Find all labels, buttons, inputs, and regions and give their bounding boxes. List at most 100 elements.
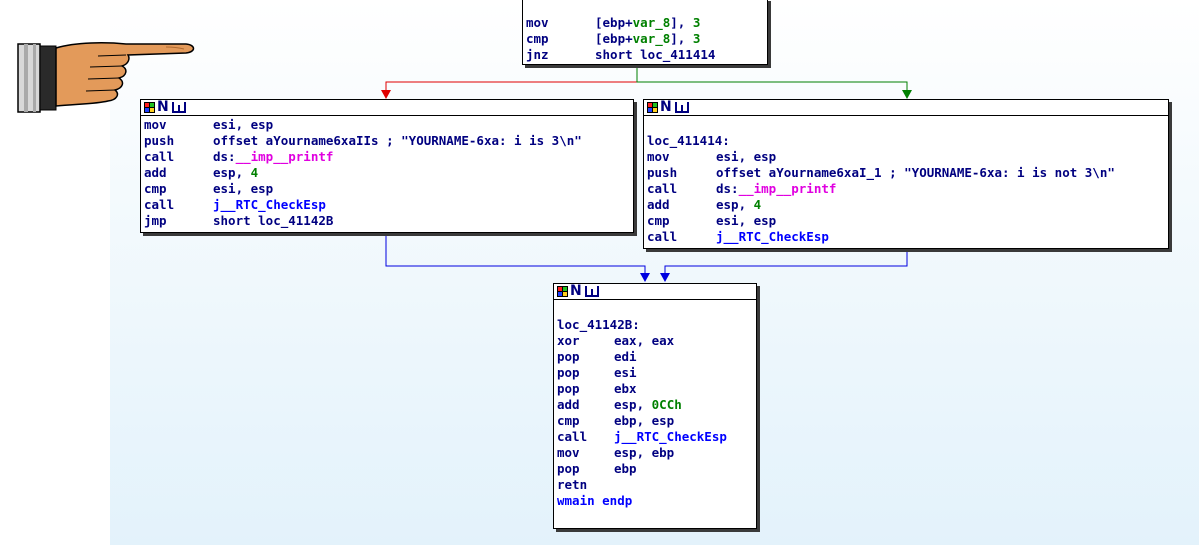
operand: esi, esp: [213, 181, 274, 196]
n-icon[interactable]: N: [660, 99, 672, 115]
asm-line[interactable]: pop edi: [557, 349, 756, 365]
block-label: loc_411414:: [647, 133, 730, 148]
operand: [ebp+: [595, 15, 633, 30]
operand: esi, esp: [716, 213, 777, 228]
operand: esp,: [614, 397, 652, 412]
asm-line[interactable]: pop ebp: [557, 461, 756, 477]
operand: ebx: [614, 381, 637, 396]
mnemonic: retn: [557, 477, 588, 492]
asm-line[interactable]: call j__RTC_CheckEsp: [647, 229, 1168, 245]
color-grid-icon[interactable]: [647, 102, 658, 113]
mnemonic: call: [647, 181, 678, 196]
operand: ds:: [716, 181, 739, 196]
mnemonic: pop: [557, 381, 580, 396]
mnemonic: call: [647, 229, 678, 244]
operand[interactable]: j__RTC_CheckEsp: [716, 229, 829, 244]
mnemonic: pop: [557, 365, 580, 380]
operand[interactable]: j__RTC_CheckEsp: [213, 197, 326, 212]
operand: [ebp+: [595, 31, 633, 46]
operand: esp, ebp: [614, 445, 675, 460]
operand: "YOURNAME-6xa: i is 3\n": [401, 133, 582, 148]
color-grid-icon[interactable]: [144, 102, 155, 113]
operand[interactable]: __imp__printf: [738, 181, 837, 196]
operand: short loc_41142B: [213, 213, 334, 228]
operand: esi: [614, 365, 637, 380]
block-header: N: [644, 99, 1168, 116]
asm-line[interactable]: add esp, 4: [144, 165, 633, 181]
asm-line[interactable]: jmp short loc_41142B: [144, 213, 633, 229]
operand: ds:: [213, 149, 236, 164]
asm-line[interactable]: mov[ebp+var_8], 3: [526, 15, 767, 31]
operand[interactable]: __imp__printf: [235, 149, 334, 164]
mnemonic: mov: [647, 149, 670, 164]
mnemonic: pop: [557, 349, 580, 364]
mnemonic: cmp: [557, 413, 580, 428]
mnemonic: xor: [557, 333, 580, 348]
graph-view-icon[interactable]: [584, 285, 600, 298]
asm-line[interactable]: retn: [557, 477, 756, 493]
asm-line[interactable]: jnz short loc_411414: [526, 47, 767, 63]
asm-line[interactable]: pop ebx: [557, 381, 756, 397]
operand: 3: [692, 31, 701, 46]
operand: short loc_411414: [595, 47, 716, 62]
n-icon[interactable]: N: [157, 99, 169, 115]
mnemonic: add: [144, 165, 167, 180]
color-grid-icon[interactable]: [557, 286, 568, 297]
mnemonic: pop: [557, 461, 580, 476]
graph-view-icon[interactable]: [171, 101, 187, 114]
operand: ebp: [614, 461, 637, 476]
operand: 3: [692, 15, 701, 30]
function-end-label: wmain endp: [557, 493, 633, 508]
block-label: loc_41142B:: [557, 317, 640, 332]
operand: 0CCh: [651, 397, 682, 412]
mnemonic: cmp: [526, 31, 549, 46]
block-header: N: [554, 283, 756, 300]
mnemonic: jmp: [144, 213, 167, 228]
mnemonic: jnz: [526, 47, 549, 62]
mnemonic: mov: [557, 445, 580, 460]
mnemonic: mov: [526, 15, 549, 30]
operand: esi, esp: [213, 117, 274, 132]
asm-line[interactable]: mov esp, ebp: [557, 445, 756, 461]
pointing-hand-icon: [17, 42, 195, 113]
operand: offset aYourname6xaIIs ;: [213, 133, 402, 148]
block-header: N: [141, 99, 633, 116]
mnemonic: add: [647, 197, 670, 212]
asm-line[interactable]: call ds:__imp__printf: [647, 181, 1168, 197]
mnemonic: push: [647, 165, 678, 180]
asm-line[interactable]: cmp[ebp+var_8], 3: [526, 31, 767, 47]
operand: var_8: [632, 31, 671, 46]
operand: esp,: [213, 165, 251, 180]
n-icon[interactable]: N: [570, 283, 582, 299]
asm-line[interactable]: pop esi: [557, 365, 756, 381]
graph-view-icon[interactable]: [674, 101, 690, 114]
asm-line[interactable]: push offset aYourname6xaIIs ; "YOURNAME-6…: [144, 133, 633, 149]
operand[interactable]: j__RTC_CheckEsp: [614, 429, 727, 444]
operand: offset aYourname6xaI_1 ;: [716, 165, 905, 180]
operand: 4: [250, 165, 259, 180]
operand: var_8: [632, 15, 671, 30]
operand: 4: [753, 197, 762, 212]
mnemonic: push: [144, 133, 175, 148]
operand: edi: [614, 349, 637, 364]
